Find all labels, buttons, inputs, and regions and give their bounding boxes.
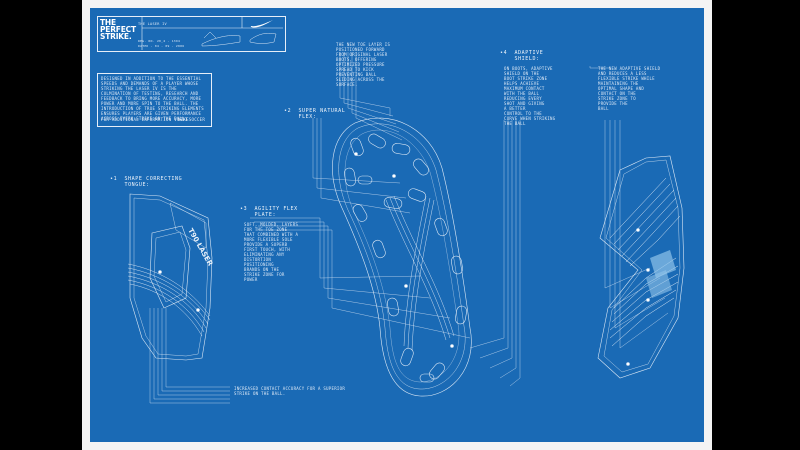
shield-callout-label: •4 ADAPTIVE SHIELD: (500, 50, 544, 62)
leader-lines (149, 52, 669, 404)
title-line-3: STRIKE. (100, 32, 132, 41)
shield-callout-text-2: THE NEW ADAPTIVE SHIELD AND REDUCES A LE… (598, 66, 661, 111)
blueprint-sheet: T90 LASER (90, 8, 704, 442)
info-block (97, 73, 212, 127)
sole-drawing (332, 117, 472, 397)
title-line-2: PERFECT (100, 25, 136, 34)
model-name: THE LASER IV (138, 22, 167, 26)
info-footer: FOR ADDITIONAL INFORMATION VISIT (101, 117, 188, 122)
agility-callout-label: •3 AGILITY FLEX PLATE: (240, 206, 298, 218)
tongue-drawing: T90 LASER (127, 193, 215, 361)
svg-text:T90 LASER: T90 LASER (186, 227, 214, 268)
swoosh-icon (250, 20, 273, 28)
date-stamp: DATED · 04 · 09 · 2006 (138, 44, 185, 48)
agility-callout-text: SOFT, MOLDED, LAYERS FOR THE TOE ZONE TH… (244, 222, 299, 282)
poster-title: THE PERFECT STRIKE. (100, 18, 136, 41)
boot-blueprint-drawing: T90 LASER (127, 16, 685, 404)
bottom-callout-text: INCREASED CONTACT ACCURACY FOR A SUPERIO… (234, 386, 346, 396)
info-text: DESIGNED IN ADDITION TO THE ESSENTIAL SP… (101, 76, 207, 121)
flex-callout-label: •2 SUPER NATURAL FLEX: (284, 108, 346, 120)
reg-number: REG. NO. 20_4 · 1394 (138, 39, 181, 43)
header-boot-sketch (201, 31, 277, 47)
title-line-1: THE (100, 18, 116, 27)
shield-callout-text: ON BOOTS, ADAPTIVE SHIELD ON THE BOOT ST… (504, 66, 556, 126)
info-url: NIKESOCCER (178, 117, 206, 122)
poster-frame: T90 LASER (82, 0, 712, 450)
title-block: THE PERFECT STRIKE. (97, 16, 286, 52)
top-callout-text: THE NEW TOE LAYER IS POSITIONED FORWARD … (336, 42, 391, 87)
shield-drawing (597, 155, 685, 379)
tongue-callout-label: •1 SHAPE CORRECTING TONGUE: (110, 176, 183, 188)
